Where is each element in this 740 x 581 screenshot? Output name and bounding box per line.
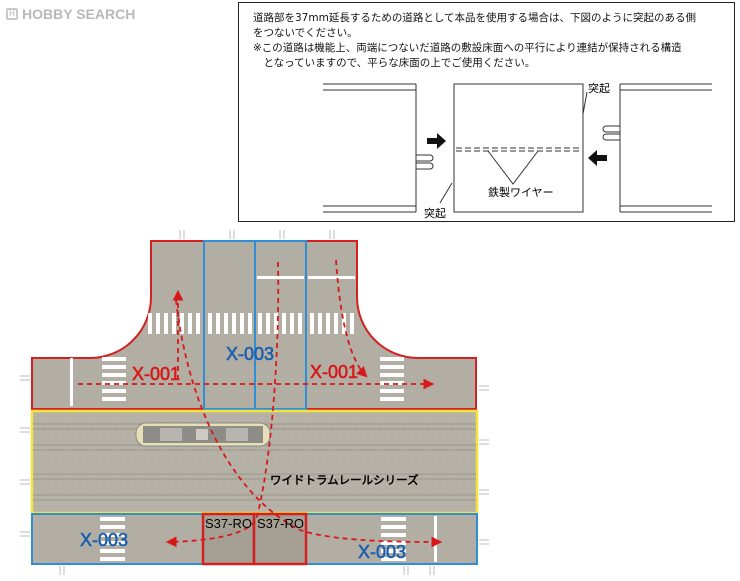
hobby-search-logo: H HOBBY SEARCH [6, 6, 135, 22]
logo-text: HOBBY SEARCH [22, 6, 136, 22]
label-x003-top: X-003 [226, 344, 275, 365]
label-x003-bottom-right: X-003 [358, 542, 407, 563]
edge-tabs [20, 230, 489, 575]
label-x001-left: X-001 [132, 364, 181, 385]
travel-arrows [78, 259, 443, 548]
connection-note-box: 道路部を37mm延長するための道路として本品を使用する場合は、下図のように突起の… [238, 2, 735, 222]
piece-x001-left [31, 240, 205, 410]
arrow-left-icon [588, 150, 607, 166]
piece-x003-top [203, 240, 307, 410]
label-x001-right: X-001 [310, 362, 359, 383]
black-arrows [427, 133, 607, 166]
note-line: ※この道路は機能上、両端につないだ道路の敷設床面への平行により連結が保持される構… [253, 42, 682, 54]
logo-mark-icon: H [6, 8, 18, 20]
label-protrusion-bottom: 突起 [424, 207, 446, 220]
arrow-right-icon [427, 133, 446, 149]
label-protrusion-top: 突起 [588, 82, 610, 95]
label-iron-wire: 鉄製ワイヤー [488, 186, 554, 199]
note-line: をつないでください。 [253, 27, 358, 39]
label-x003-bottom-left: X-003 [80, 530, 129, 551]
note-line: となっていますので、平らな床面の上でご使用ください。 [253, 57, 536, 69]
note-text: 道路部を37mm延長するための道路として本品を使用する場合は、下図のように突起の… [253, 11, 696, 71]
connection-sketch [323, 83, 712, 213]
tram-car [135, 422, 271, 447]
label-s37-right: S37-RO [257, 516, 304, 531]
label-s37-left: S37-RO [205, 516, 252, 531]
note-line: 道路部を37mm延長するための道路として本品を使用する場合は、下図のように突起の… [253, 12, 697, 24]
piece-tram-rail [30, 409, 479, 515]
label-tram-rail-series: ワイドトラムレールシリーズ [270, 473, 419, 487]
